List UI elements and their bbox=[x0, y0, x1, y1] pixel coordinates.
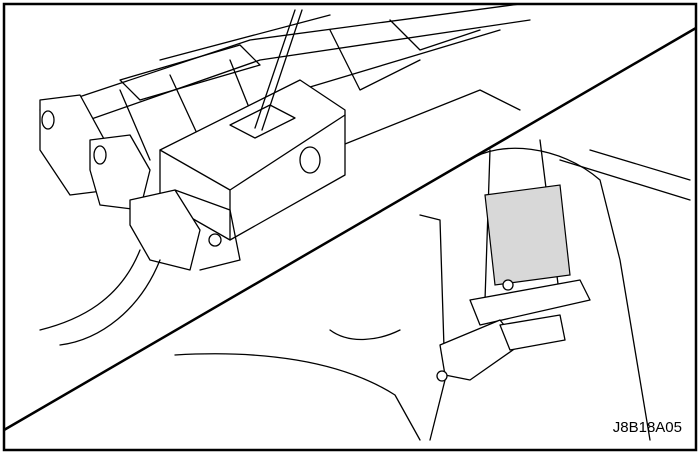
figure-code-label: J8B18A05 bbox=[612, 419, 682, 436]
divider-line bbox=[3, 26, 697, 432]
lower-view-latch-closeup bbox=[174, 139, 691, 441]
upper-view-bracket-assembly bbox=[39, 3, 531, 346]
